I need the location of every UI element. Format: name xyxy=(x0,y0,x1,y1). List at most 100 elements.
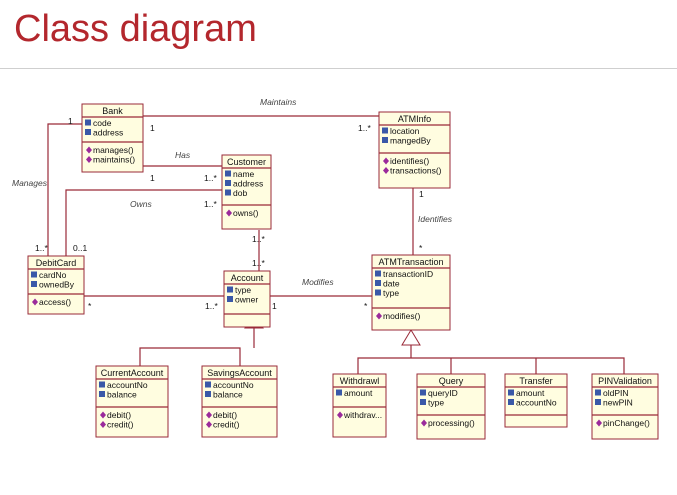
class-atminfo-operation: transactions() xyxy=(390,166,442,176)
class-savingsaccount-operation: debit() xyxy=(213,410,237,420)
assoc-maintains-label: Maintains xyxy=(260,97,297,107)
attribute-icon xyxy=(85,129,91,135)
class-withdrawl[interactable]: Withdrawl amount withdrav... xyxy=(332,373,387,438)
class-pinvalidation-box xyxy=(591,373,659,440)
class-atminfo-operation: identifies() xyxy=(390,156,429,166)
attribute-icon xyxy=(205,381,211,388)
class-atminfo-attribute: location xyxy=(390,126,420,136)
class-customer-name: Customer xyxy=(227,157,266,167)
class-savingsaccount-attribute: balance xyxy=(213,390,243,400)
class-bank-operation: manages() xyxy=(93,145,134,155)
class-pinvalidation-name: PINValidation xyxy=(598,376,652,386)
operation-icon xyxy=(100,411,106,419)
attribute-icon xyxy=(420,389,426,396)
class-savingsaccount-operation: credit() xyxy=(213,420,240,430)
mult-bank-maintains: 1 xyxy=(150,123,155,133)
class-debitcard-attribute: ownedBy xyxy=(39,280,75,290)
mult-atminfo-maintains: 1..* xyxy=(358,123,371,133)
attribute-icon xyxy=(31,281,37,287)
attribute-icon xyxy=(99,391,105,397)
class-currentaccount-box xyxy=(95,365,169,438)
class-customer-attribute: address xyxy=(233,179,263,189)
attribute-icon xyxy=(382,127,388,134)
attribute-icon xyxy=(508,399,514,405)
atmtransaction-generalization-branch xyxy=(357,357,625,374)
attribute-icon xyxy=(595,399,601,405)
class-query-name: Query xyxy=(439,376,464,386)
assoc-manages-line xyxy=(47,123,82,256)
class-transfer-attribute: accountNo xyxy=(516,398,557,408)
class-bank-box xyxy=(81,103,144,173)
class-atminfo-attribute: mangedBy xyxy=(390,136,431,146)
mult-bank-has: 1 xyxy=(150,173,155,183)
class-customer-attribute: name xyxy=(233,169,255,179)
class-atmtransaction-attribute: transactionID xyxy=(383,269,433,279)
attribute-icon xyxy=(420,399,426,405)
assoc-has-label: Has xyxy=(175,150,191,160)
mult-atmtrans-identifies: * xyxy=(419,243,423,253)
attribute-icon xyxy=(225,170,231,177)
mult-debitcard-manages: 1..* xyxy=(35,243,48,253)
mult-customer-has: 1..* xyxy=(204,173,217,183)
class-atmtransaction-attribute: type xyxy=(383,288,399,298)
class-atmtransaction-operation: modifies() xyxy=(383,311,420,321)
class-bank-attribute: address xyxy=(93,128,123,138)
class-withdrawl-attribute: amount xyxy=(344,388,373,398)
class-account-name: Account xyxy=(231,273,264,283)
class-withdrawl-operation: withdrav... xyxy=(343,410,382,420)
class-savingsaccount[interactable]: SavingsAccountaccountNobalancedebit()cre… xyxy=(201,365,278,438)
attribute-icon xyxy=(375,289,381,296)
attribute-icon xyxy=(205,391,211,397)
operation-icon xyxy=(206,421,212,428)
class-query-attribute: type xyxy=(428,398,444,408)
operation-icon xyxy=(383,167,389,174)
assoc-modifies-label: Modifies xyxy=(302,277,334,287)
class-currentaccount[interactable]: CurrentAccountaccountNobalancedebit()cre… xyxy=(95,365,169,438)
assoc-manages-label: Manages xyxy=(12,178,48,188)
class-bank-name: Bank xyxy=(102,106,123,116)
mult-debitcard-owns: 0..1 xyxy=(73,243,87,253)
operation-icon xyxy=(421,419,427,427)
operation-icon xyxy=(86,156,92,163)
attribute-icon xyxy=(225,189,231,196)
attribute-icon xyxy=(375,280,381,286)
class-savingsaccount-box xyxy=(201,365,278,438)
class-atmtransaction-attribute: date xyxy=(383,279,400,289)
class-transfer-name: Transfer xyxy=(519,376,552,386)
attribute-icon xyxy=(336,389,342,396)
operation-icon xyxy=(226,209,232,217)
attribute-icon xyxy=(508,389,514,396)
operation-icon xyxy=(206,411,212,419)
class-atmtransaction[interactable]: ATMTransactiontransactionIDdatetypemodif… xyxy=(371,254,451,331)
class-atminfo[interactable]: ATMInfolocationmangedByidentifies()trans… xyxy=(378,111,451,189)
class-debitcard-operation: access() xyxy=(39,297,71,307)
attribute-icon xyxy=(595,389,601,396)
mult-customer-owns: 1..* xyxy=(204,199,217,209)
class-pinvalidation-attribute: oldPIN xyxy=(603,388,629,398)
attribute-icon xyxy=(85,119,91,126)
class-bank-operation: maintains() xyxy=(93,155,135,165)
operation-icon xyxy=(596,419,602,427)
attribute-icon xyxy=(225,180,231,186)
operation-icon xyxy=(100,421,106,428)
mult-atminfo-identifies: 1 xyxy=(419,189,424,199)
atmtransaction-generalization-arrow xyxy=(401,329,421,346)
assoc-owns-label: Owns xyxy=(130,199,152,209)
attribute-icon xyxy=(382,137,388,143)
class-transfer-attribute: amount xyxy=(516,388,545,398)
title-divider xyxy=(0,68,677,69)
page-title: Class diagram xyxy=(14,8,257,50)
operation-icon xyxy=(383,157,389,165)
class-query-box xyxy=(416,373,486,440)
class-withdrawl-name: Withdrawl xyxy=(340,376,380,386)
class-customer-attribute: dob xyxy=(233,188,247,198)
mult-account-debitcard: 1..* xyxy=(205,301,218,311)
